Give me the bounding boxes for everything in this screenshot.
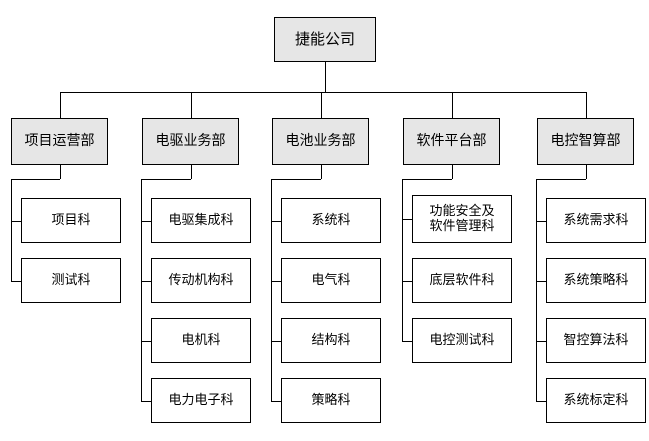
section-label: 电控测试科 <box>429 332 495 348</box>
section-node-1-1: 项目科 <box>21 198 121 243</box>
section-label: 电气科 <box>311 272 351 288</box>
connector-dept-elbow <box>402 179 452 180</box>
connector-dept-stem <box>60 92 61 118</box>
section-label: 系统需求科 <box>563 212 629 228</box>
section-node-2-1: 电驱集成科 <box>151 198 251 243</box>
section-label: 功能安全及 软件管理科 <box>429 203 495 234</box>
connector-child-stub <box>536 341 546 342</box>
section-node-4-1: 功能安全及 软件管理科 <box>412 195 512 243</box>
root-node-company: 捷能公司 <box>274 17 376 62</box>
connector-child-stub <box>536 401 546 402</box>
section-label: 项目科 <box>51 212 91 228</box>
section-node-3-2: 电气科 <box>281 258 381 303</box>
connector-dept-stem <box>586 92 587 118</box>
company-label: 捷能公司 <box>294 29 355 48</box>
connector-child-stub <box>271 341 281 342</box>
connector-trunk-4 <box>402 179 403 341</box>
section-node-5-2: 系统策略科 <box>546 258 646 303</box>
connector-dept-stem <box>452 92 453 118</box>
section-label: 电机科 <box>181 332 221 348</box>
section-label: 测试科 <box>51 272 91 288</box>
department-label: 软件平台部 <box>416 133 487 150</box>
connector-dept-elbow <box>536 179 586 180</box>
connector-dept-elbow <box>141 179 191 180</box>
section-node-3-1: 系统科 <box>281 198 381 243</box>
connector-dept-stem <box>191 92 192 118</box>
section-node-2-3: 电机科 <box>151 318 251 363</box>
connector-child-stub <box>11 221 21 222</box>
section-label: 传动机构科 <box>168 272 234 288</box>
connector-dept-drop <box>191 165 192 179</box>
section-label: 结构科 <box>311 332 351 348</box>
connector-child-stub <box>536 221 546 222</box>
department-label: 项目运营部 <box>24 133 95 150</box>
section-node-2-4: 电力电子科 <box>151 378 251 423</box>
section-node-2-2: 传动机构科 <box>151 258 251 303</box>
connector-child-stub <box>141 281 151 282</box>
department-label: 电驱业务部 <box>155 133 226 150</box>
connector-child-stub <box>141 401 151 402</box>
section-node-5-3: 智控算法科 <box>546 318 646 363</box>
department-label: 电池业务部 <box>285 133 356 150</box>
connector-dept-elbow <box>11 179 60 180</box>
connector-child-stub <box>141 341 151 342</box>
connector-trunk-5 <box>536 179 537 401</box>
connector-trunk-2 <box>141 179 142 401</box>
section-node-4-2: 底层软件科 <box>412 258 512 303</box>
section-node-5-1: 系统需求科 <box>546 198 646 243</box>
connector-child-stub <box>271 401 281 402</box>
connector-child-stub <box>536 281 546 282</box>
connector-child-stub <box>271 281 281 282</box>
department-node-3: 电池业务部 <box>272 118 369 165</box>
section-node-1-2: 测试科 <box>21 258 121 303</box>
connector-dept-drop <box>452 165 453 179</box>
section-label: 电力电子科 <box>168 392 234 408</box>
section-node-5-4: 系统标定科 <box>546 378 646 423</box>
connector-child-stub <box>11 281 21 282</box>
section-node-3-3: 结构科 <box>281 318 381 363</box>
department-node-1: 项目运营部 <box>11 118 108 165</box>
section-label: 系统标定科 <box>563 392 629 408</box>
department-node-4: 软件平台部 <box>403 118 500 165</box>
section-label: 智控算法科 <box>563 332 629 348</box>
department-node-2: 电驱业务部 <box>142 118 239 165</box>
section-label: 策略科 <box>311 392 351 408</box>
connector-trunk-1 <box>11 179 12 281</box>
connector-bus <box>60 92 586 93</box>
connector-dept-drop <box>321 165 322 179</box>
connector-child-stub <box>402 341 412 342</box>
connector-child-stub <box>141 221 151 222</box>
connector-dept-stem <box>321 92 322 118</box>
connector-child-stub <box>271 221 281 222</box>
connector-dept-drop <box>60 165 61 179</box>
section-label: 系统策略科 <box>563 272 629 288</box>
connector-child-stub <box>402 281 412 282</box>
section-label: 底层软件科 <box>429 272 495 288</box>
section-node-3-4: 策略科 <box>281 378 381 423</box>
connector-dept-elbow <box>271 179 321 180</box>
department-label: 电控智算部 <box>550 133 621 150</box>
connector-dept-drop <box>586 165 587 179</box>
department-node-5: 电控智算部 <box>537 118 634 165</box>
section-label: 电驱集成科 <box>168 212 234 228</box>
connector-child-stub <box>402 219 412 220</box>
section-node-4-3: 电控测试科 <box>412 318 512 363</box>
connector-root-stem <box>325 62 326 92</box>
section-label: 系统科 <box>311 212 351 228</box>
connector-trunk-3 <box>271 179 272 401</box>
